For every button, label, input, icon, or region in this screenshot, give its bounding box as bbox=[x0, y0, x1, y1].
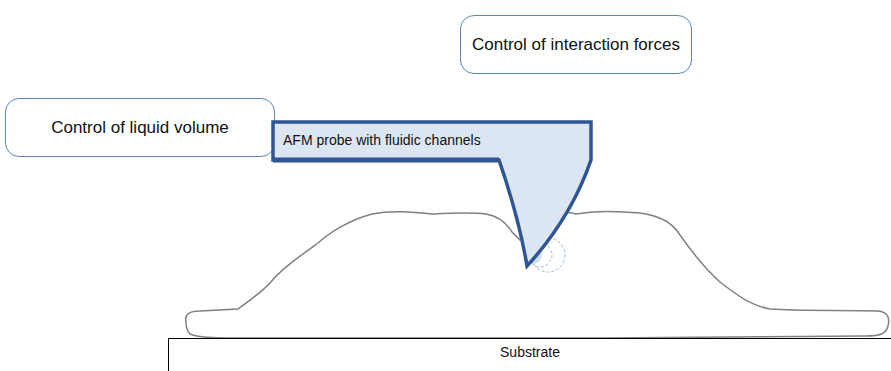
control-box: Control of interaction forces bbox=[460, 15, 692, 74]
node-label: Substrate bbox=[500, 344, 560, 360]
node-label: Control of liquid volume bbox=[51, 118, 229, 138]
node-label: Control of interaction forces bbox=[472, 35, 680, 55]
afm-probe: AFM probe with fluidic channels bbox=[271, 118, 595, 270]
control-box: Control of liquid volume bbox=[5, 98, 275, 157]
node-label: AFM probe with fluidic channels bbox=[283, 132, 481, 148]
substrate: Substrate bbox=[168, 338, 891, 371]
channel-wall bbox=[273, 158, 499, 163]
probe-outline bbox=[273, 122, 591, 266]
